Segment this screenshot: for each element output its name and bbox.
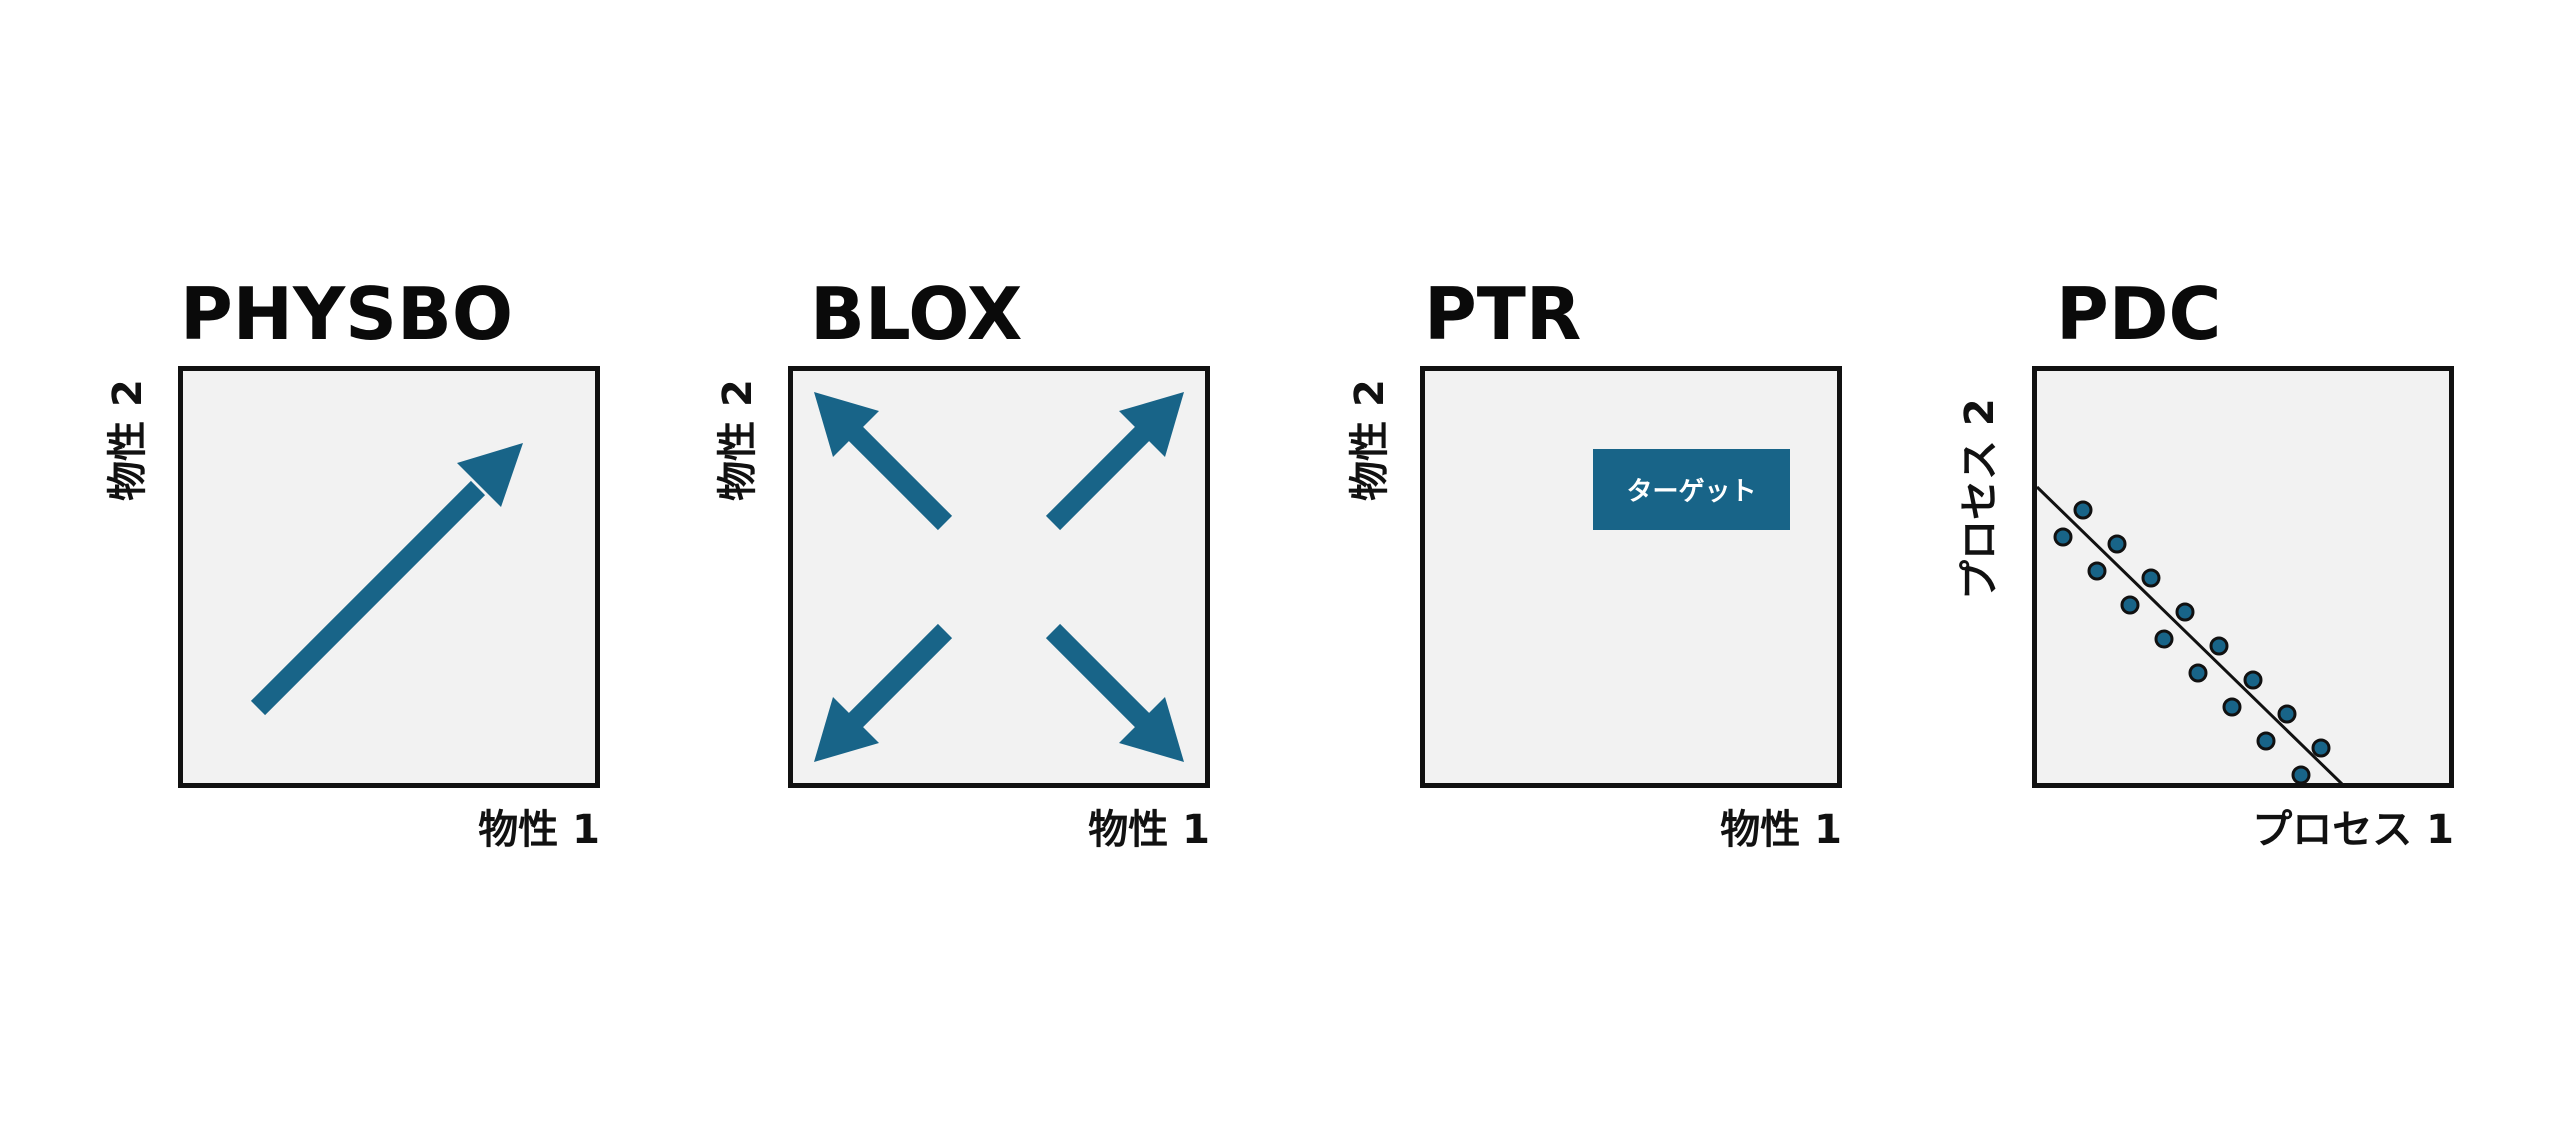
diagonal-arrow-icon (250, 443, 523, 716)
data-point (2053, 527, 2073, 547)
data-point (2291, 765, 2311, 783)
four-outward-arrows-icon (814, 392, 1184, 762)
plot-area: ターゲット (1420, 366, 1842, 788)
x-axis-label: 物性 1 (1088, 807, 1210, 853)
panel-blox: BLOX 物性 2 物性 1 (0, 0, 1210, 1134)
panel-title: PDC (2056, 272, 2222, 356)
panel-title: PHYSBO (180, 272, 514, 356)
panel-title: PTR (1424, 272, 1582, 356)
data-point (2243, 670, 2263, 690)
data-point (2087, 561, 2107, 581)
x-axis-label: プロセス 1 (2252, 807, 2454, 853)
panel-title: BLOX (810, 272, 1023, 356)
data-point (2120, 595, 2140, 615)
target-box: ターゲット (1593, 449, 1790, 530)
panel-physbo: PHYSBO 物性 2 物性 1 (0, 0, 600, 1134)
y-axis-label: 物性 2 (1347, 379, 1393, 501)
x-axis-label: 物性 1 (478, 807, 600, 853)
data-point (2209, 636, 2229, 656)
scatter-boundary-icon (2037, 485, 2344, 783)
data-point (2188, 663, 2208, 683)
data-point (2311, 738, 2331, 758)
plot-area (788, 366, 1210, 788)
data-point (2175, 602, 2195, 622)
target-label: ターゲット (1626, 477, 1757, 507)
plot-area (2032, 366, 2454, 788)
x-axis-label: 物性 1 (1720, 807, 1842, 853)
y-axis-label: 物性 2 (715, 379, 761, 501)
data-point (2277, 704, 2297, 724)
panel-pdc: PDC プロセス 2 プロセス (0, 0, 2454, 1134)
boundary-line (2037, 485, 2344, 783)
y-axis-label: プロセス 2 (1957, 398, 2003, 600)
data-point (2073, 500, 2093, 520)
data-point (2256, 731, 2276, 751)
panel-ptr: PTR 物性 2 ターゲット 物性 1 (0, 0, 1842, 1134)
plot-area (178, 366, 600, 788)
data-point (2154, 629, 2174, 649)
data-point (2107, 534, 2127, 554)
data-point (2222, 697, 2242, 717)
data-point (2141, 568, 2161, 588)
